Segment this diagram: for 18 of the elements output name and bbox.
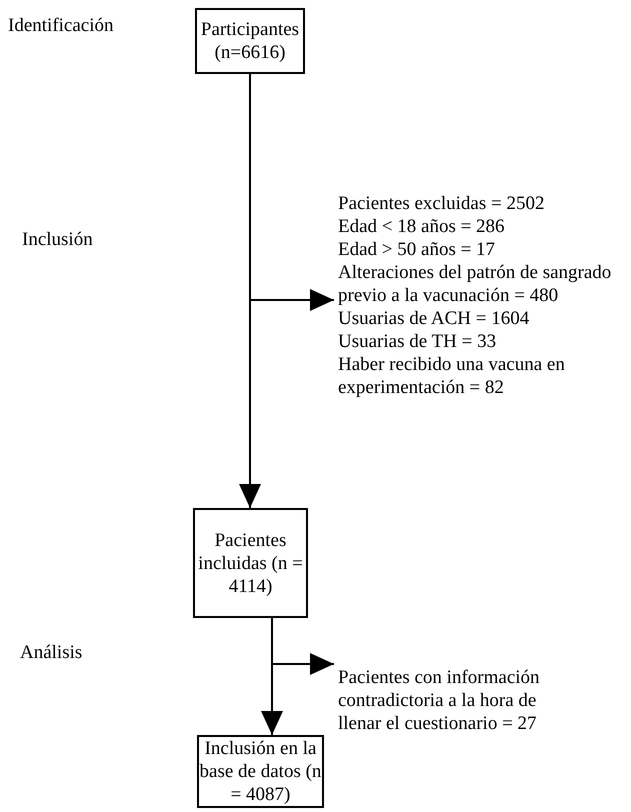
note-line: Pacientes excluidas = 2502 [338,192,546,215]
stage-label: Inclusión [22,228,93,251]
box-text: Participantes (n=6616) [200,18,300,64]
note-line: Haber recibido una vacuna en experimentación = 82 [338,353,566,399]
process-box [193,508,308,618]
note-line: Usuarias de TH = 33 [338,330,498,353]
note-line: Alteraciones del patrón de sangrado previo a la vacunación = 480 [338,261,612,307]
note-line: Edad > 50 años = 17 [338,238,496,261]
note-line: Usuarias de ACH = 1604 [338,307,530,330]
note-line: Pacientes con información contradictoria a la hora de llenar el cuestionario = 27 [338,666,541,734]
stage-label: Análisis [20,641,82,664]
box-text: Inclusión en la base de datos (n = 4087) [199,737,322,806]
box-text: Pacientes incluidas (n = 4114) [197,528,304,598]
note-line: Edad < 18 años = 286 [338,215,506,238]
stage-label: Identificación [8,14,114,37]
arrow [249,74,334,311]
process-box [195,8,305,74]
arrow [271,618,334,675]
